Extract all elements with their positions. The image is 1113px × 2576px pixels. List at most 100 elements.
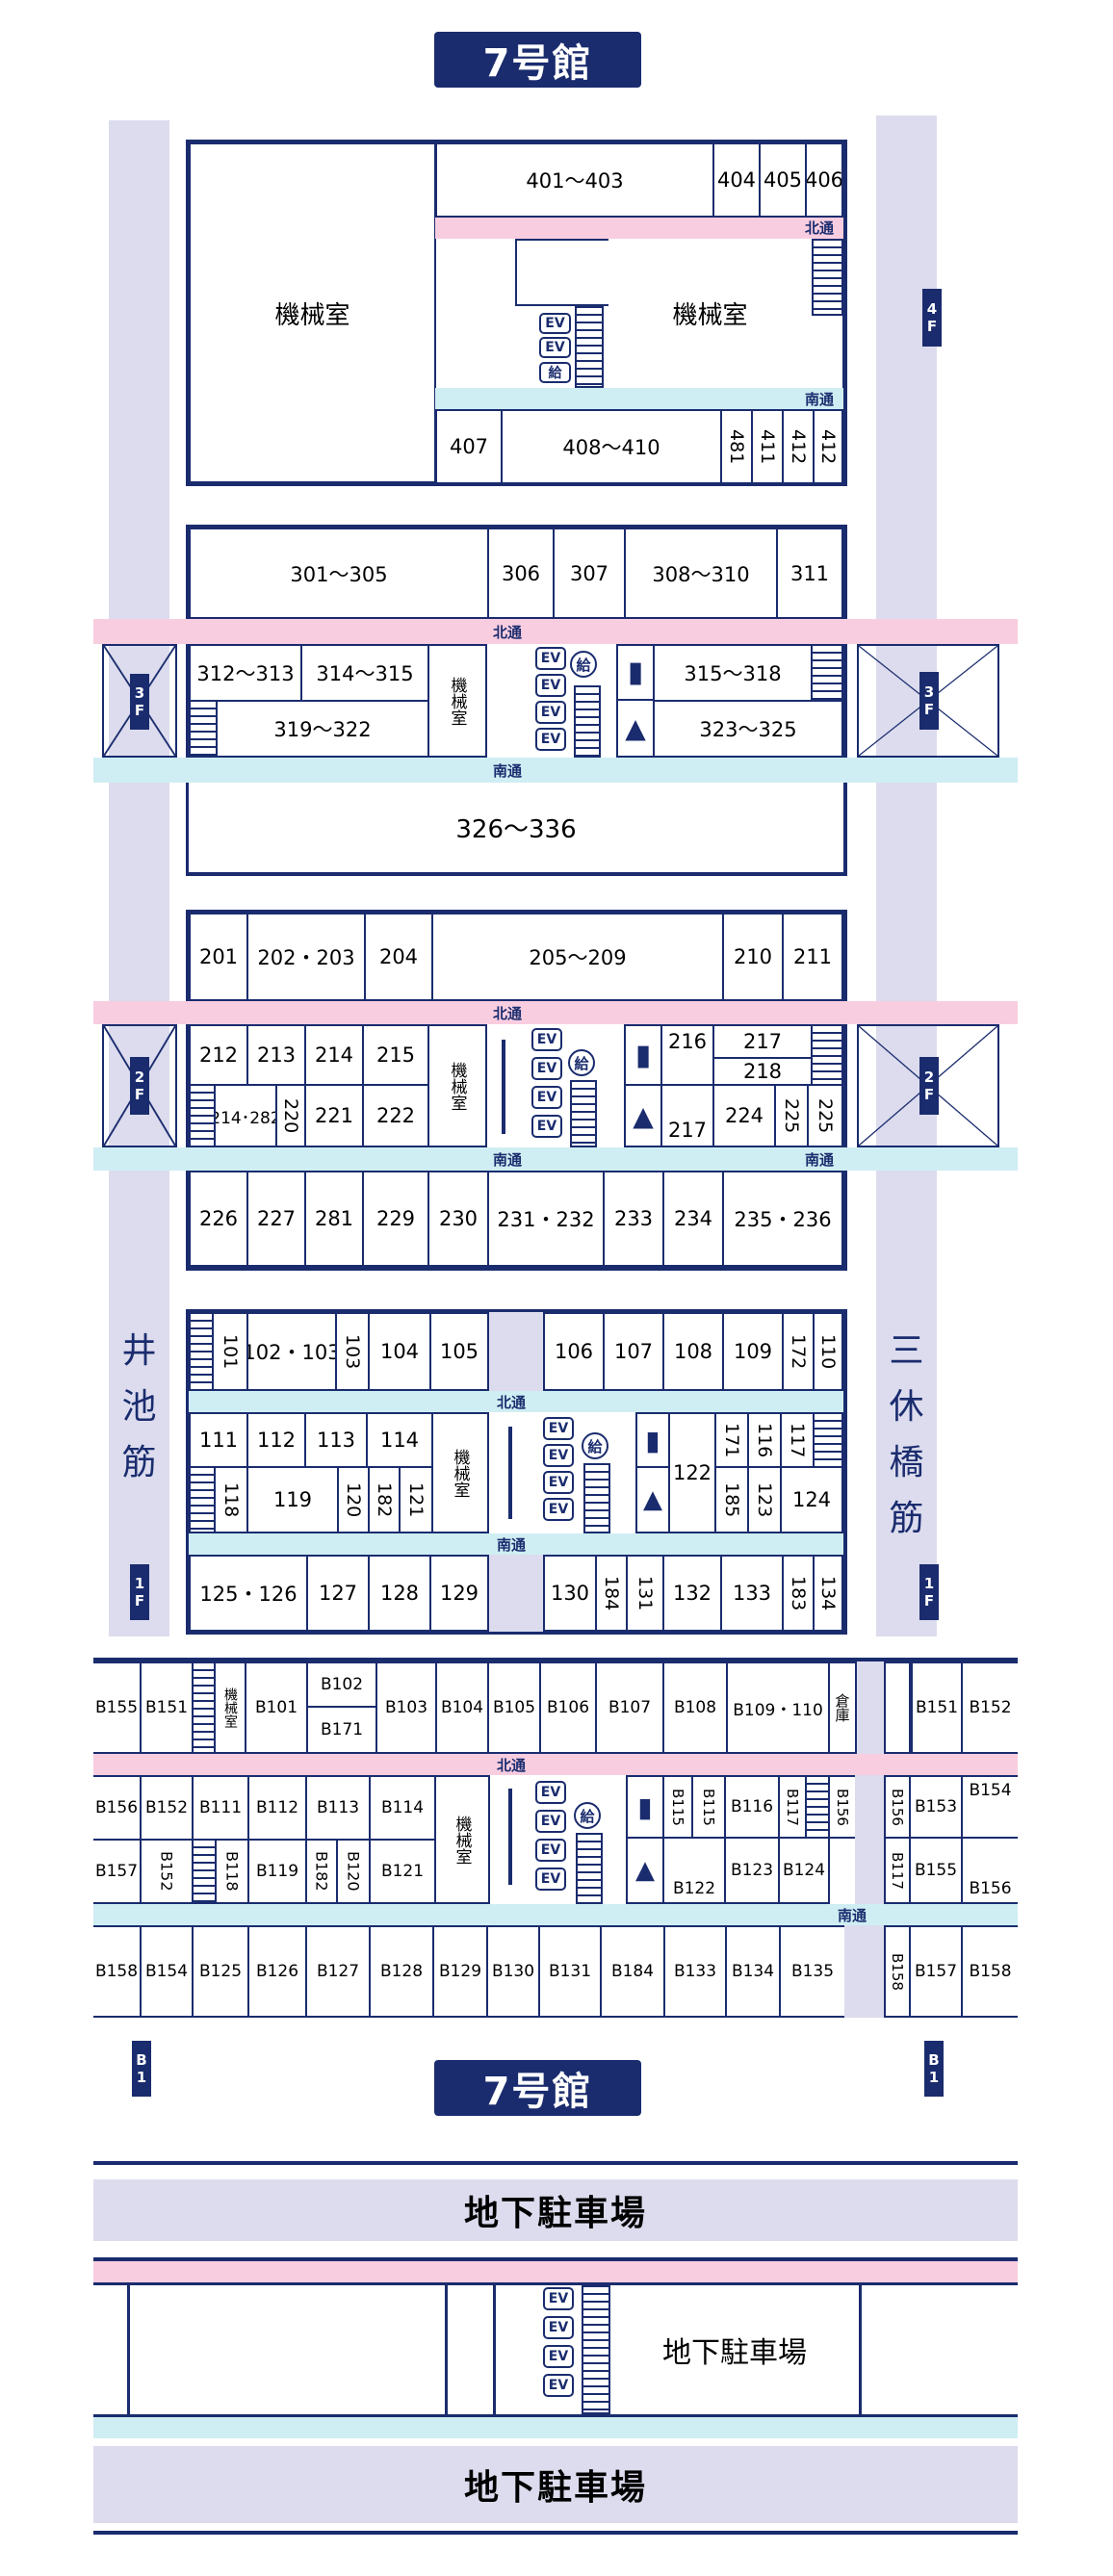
- room-B157[interactable]: B157: [93, 1839, 142, 1904]
- f1-ev-4[interactable]: EV: [543, 1498, 574, 1521]
- room-117[interactable]: 117: [780, 1412, 815, 1468]
- f1-kyu[interactable]: 給: [582, 1432, 608, 1459]
- room-104[interactable]: 104: [368, 1312, 431, 1391]
- room-481[interactable]: 481: [720, 409, 753, 484]
- f3-toilet-men[interactable]: ▮: [616, 644, 655, 701]
- room-B109-110[interactable]: B109・110: [726, 1662, 830, 1754]
- room-182[interactable]: 182: [368, 1466, 401, 1533]
- room-B133[interactable]: B133: [663, 1925, 727, 2018]
- room-231-232[interactable]: 231・232: [487, 1171, 605, 1267]
- room-B117-b[interactable]: B117: [884, 1837, 911, 1904]
- b1-ev-4[interactable]: EV: [535, 1868, 566, 1891]
- room-B115-a[interactable]: B115: [662, 1775, 693, 1839]
- b1-ev-1[interactable]: EV: [535, 1781, 566, 1804]
- room-B156-d[interactable]: B156: [884, 1775, 911, 1839]
- parking-ev-1[interactable]: EV: [543, 2287, 574, 2310]
- room-210[interactable]: 210: [722, 913, 784, 1001]
- room-323-325[interactable]: 323～325: [653, 700, 843, 758]
- room-machine-f4-right[interactable]: 機械室: [608, 239, 812, 388]
- room-118[interactable]: 118: [214, 1466, 248, 1533]
- room-B106[interactable]: B106: [539, 1662, 597, 1754]
- room-B155-r[interactable]: B155: [909, 1837, 963, 1904]
- room-B131[interactable]: B131: [538, 1925, 602, 2018]
- room-202-203[interactable]: 202・203: [246, 913, 366, 1001]
- room-B122[interactable]: B122: [662, 1837, 726, 1904]
- f2-toilet-men[interactable]: ▮: [624, 1024, 662, 1086]
- room-machine-b1[interactable]: 機械室: [434, 1775, 490, 1904]
- room-102-103[interactable]: 102・103: [246, 1312, 337, 1391]
- b1-kyu[interactable]: 給: [574, 1802, 601, 1829]
- room-119[interactable]: 119: [246, 1466, 339, 1533]
- room-220[interactable]: 220: [275, 1084, 306, 1147]
- room-133[interactable]: 133: [720, 1555, 784, 1632]
- room-B126[interactable]: B126: [247, 1925, 307, 2018]
- room-B156-r[interactable]: B156: [961, 1837, 1018, 1904]
- room-230[interactable]: 230: [427, 1171, 489, 1267]
- room-183[interactable]: 183: [782, 1555, 815, 1632]
- f2-ev-4[interactable]: EV: [531, 1115, 562, 1138]
- b1-ev-2[interactable]: EV: [535, 1810, 566, 1833]
- room-B113[interactable]: B113: [305, 1775, 371, 1841]
- f2-kyu[interactable]: 給: [568, 1049, 595, 1076]
- room-112[interactable]: 112: [246, 1412, 306, 1468]
- room-217-a[interactable]: 217: [712, 1024, 813, 1059]
- room-312-313[interactable]: 312～313: [189, 644, 302, 702]
- f1-entrance-south[interactable]: [489, 1555, 545, 1632]
- room-107[interactable]: 107: [603, 1312, 664, 1391]
- room-127[interactable]: 127: [306, 1555, 370, 1632]
- room-315-318[interactable]: 315～318: [653, 644, 813, 702]
- room-205-209[interactable]: 205～209: [431, 913, 724, 1001]
- room-B171[interactable]: B171: [306, 1706, 377, 1754]
- room-221[interactable]: 221: [304, 1084, 364, 1147]
- room-185[interactable]: 185: [714, 1466, 749, 1533]
- room-B128[interactable]: B128: [369, 1925, 434, 2018]
- f3-toilet-women[interactable]: ▲: [616, 699, 655, 758]
- room-319-322[interactable]: 319～322: [216, 700, 429, 758]
- room-405[interactable]: 405: [759, 142, 807, 218]
- room-406[interactable]: 406: [805, 142, 843, 218]
- room-222[interactable]: 222: [362, 1084, 429, 1147]
- room-B156[interactable]: B156: [93, 1775, 142, 1841]
- room-128[interactable]: 128: [368, 1555, 431, 1632]
- room-machine-b1-top[interactable]: 機械室: [214, 1662, 246, 1754]
- room-306[interactable]: 306: [487, 528, 555, 619]
- room-122[interactable]: 122: [668, 1412, 716, 1533]
- room-B156-c[interactable]: B156: [828, 1775, 857, 1839]
- room-B134[interactable]: B134: [725, 1925, 781, 2018]
- room-401-403[interactable]: 401～403: [435, 142, 714, 218]
- room-B118[interactable]: B118: [215, 1839, 249, 1904]
- f1-ev-3[interactable]: EV: [543, 1471, 574, 1494]
- room-B154-r[interactable]: B154: [961, 1775, 1018, 1839]
- room-B152-r[interactable]: B152: [961, 1662, 1018, 1754]
- room-281[interactable]: 281: [304, 1171, 364, 1267]
- room-B119[interactable]: B119: [247, 1839, 307, 1904]
- room-B121[interactable]: B121: [369, 1839, 436, 1904]
- room-235-236[interactable]: 235・236: [722, 1171, 843, 1267]
- room-machine-f2[interactable]: 機械室: [427, 1024, 487, 1147]
- room-110[interactable]: 110: [813, 1312, 843, 1391]
- room-B101[interactable]: B101: [245, 1662, 308, 1754]
- room-machine-f4-left[interactable]: 機械室: [191, 144, 436, 481]
- room-218[interactable]: 218: [712, 1057, 813, 1086]
- room-B120[interactable]: B120: [336, 1839, 371, 1904]
- room-B108[interactable]: B108: [662, 1662, 728, 1754]
- f1-toilet-men[interactable]: ▮: [635, 1412, 670, 1468]
- room-121[interactable]: 121: [399, 1466, 433, 1533]
- b1-ev-3[interactable]: EV: [535, 1839, 566, 1862]
- f1-toilet-women[interactable]: ▲: [635, 1466, 670, 1533]
- b1-toilet-women[interactable]: ▲: [626, 1837, 664, 1904]
- room-B135[interactable]: B135: [779, 1925, 846, 2018]
- room-B182[interactable]: B182: [305, 1839, 338, 1904]
- f2-ev-3[interactable]: EV: [531, 1086, 562, 1109]
- parking-top[interactable]: 地下駐車場: [93, 2179, 1018, 2241]
- room-B152-ml[interactable]: B152: [140, 1775, 194, 1841]
- f2-ev-1[interactable]: EV: [531, 1028, 562, 1051]
- room-326-336[interactable]: 326～336: [189, 783, 843, 872]
- f2-ev-2[interactable]: EV: [531, 1057, 562, 1080]
- room-B125[interactable]: B125: [192, 1925, 249, 2018]
- room-407[interactable]: 407: [435, 409, 503, 484]
- parking-bottom[interactable]: 地下駐車場: [93, 2446, 1018, 2523]
- room-B155[interactable]: B155: [93, 1662, 142, 1754]
- room-130[interactable]: 130: [543, 1555, 597, 1632]
- room-106[interactable]: 106: [543, 1312, 605, 1391]
